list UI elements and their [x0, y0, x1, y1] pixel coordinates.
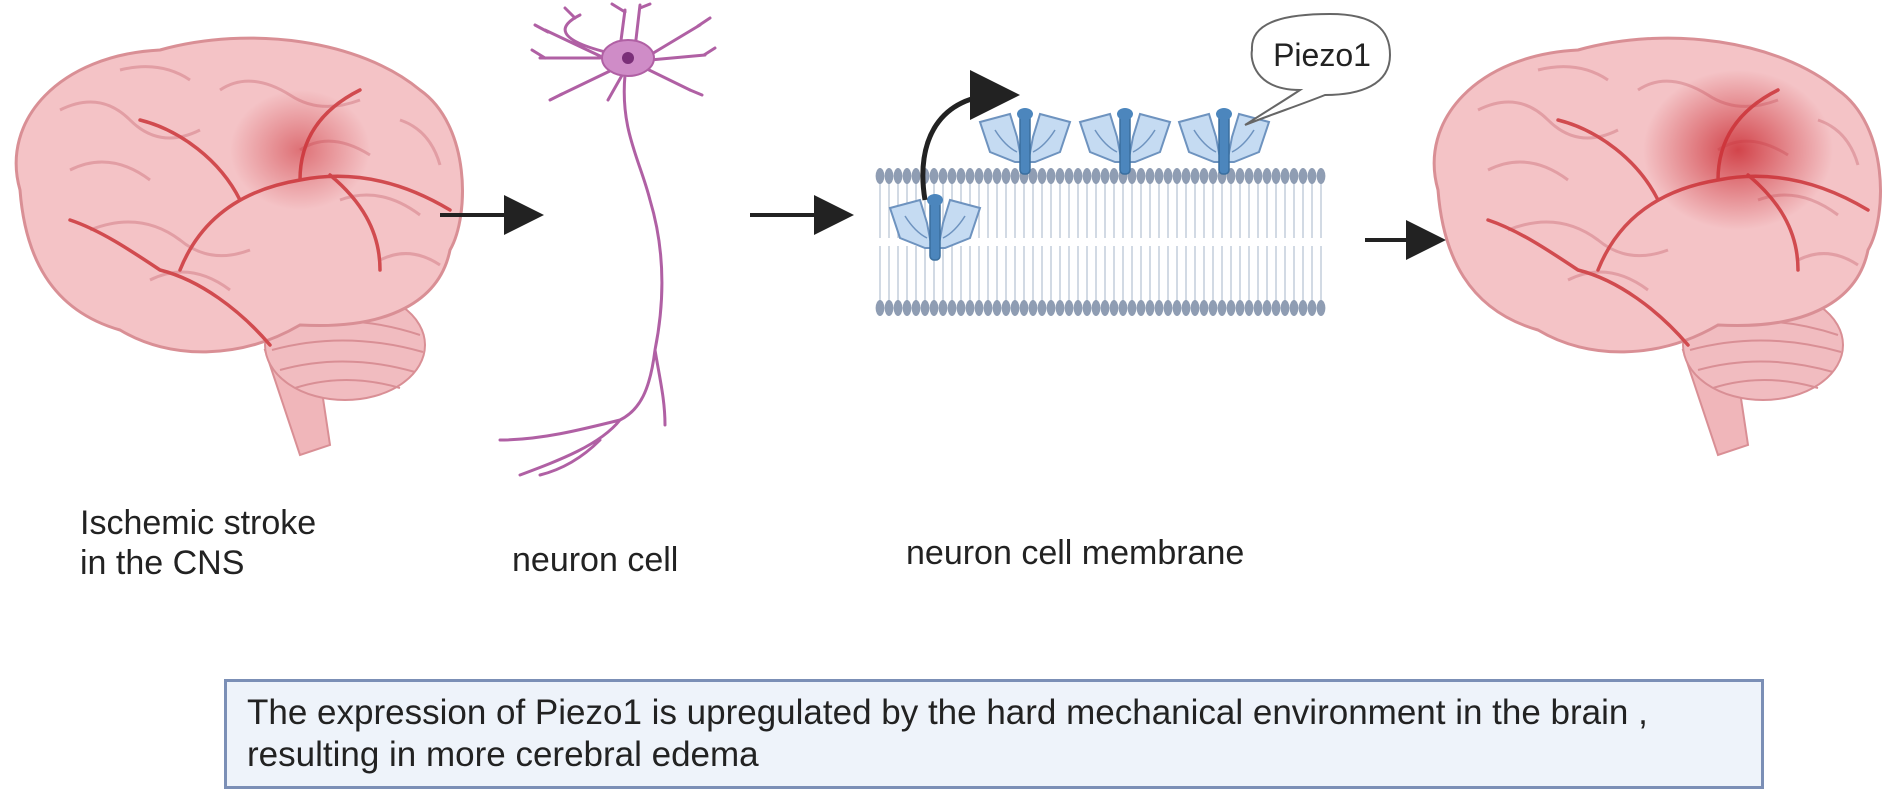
summary-caption-box: The expression of Piezo1 is upregulated …	[224, 679, 1764, 789]
stroke-label-line2: in the CNS	[80, 544, 245, 582]
stroke-label: Ischemic stroke in the CNS	[80, 503, 316, 583]
brain-edema-illustration	[1432, 36, 1883, 457]
neuron-illustration	[498, 2, 717, 477]
stroke-label-line1: Ischemic stroke	[80, 504, 317, 542]
caption-line1: The expression of Piezo1 is upregulated …	[247, 693, 1648, 732]
piezo1-channel-1	[979, 107, 1071, 175]
piezo1-channel-2	[1079, 107, 1171, 175]
curved-arrow	[920, 70, 1020, 201]
caption-line2: resulting in more cerebral edema	[247, 735, 759, 774]
neuron-nucleus	[622, 52, 634, 64]
membrane-label: neuron cell membrane	[906, 534, 1245, 572]
brain-stroke-illustration	[14, 36, 465, 457]
neuron-label: neuron cell	[512, 541, 679, 579]
piezo1-callout-bubble	[1244, 12, 1392, 126]
piezo1-label: Piezo1	[1273, 37, 1371, 73]
